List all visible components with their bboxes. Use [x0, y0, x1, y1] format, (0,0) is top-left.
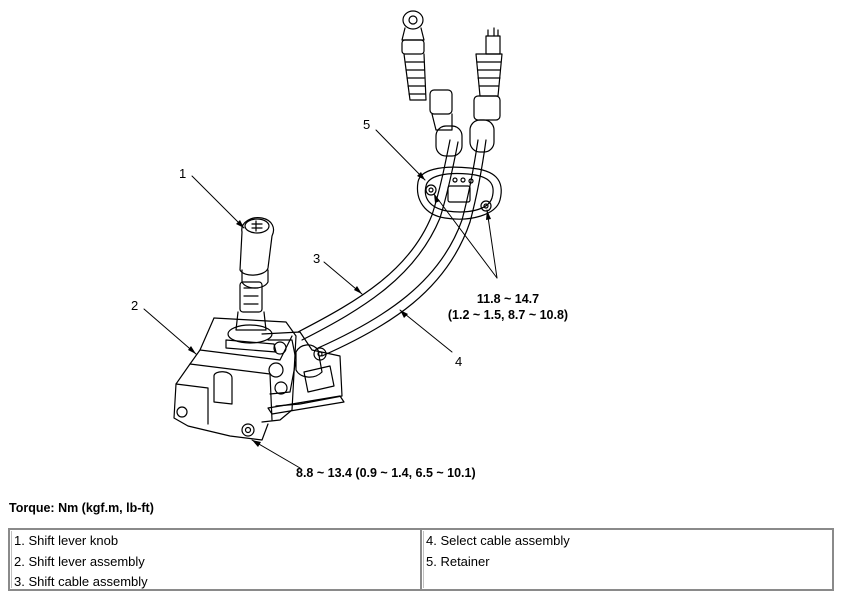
legend-item: 1. Shift lever knob — [14, 533, 119, 548]
shift-cable-illustration — [297, 139, 459, 341]
select-cable-illustration — [317, 139, 487, 357]
callout-1: 1 — [179, 166, 187, 181]
cable-end-right — [469, 27, 503, 153]
legend-column-left: 1. Shift lever knob 2. Shift lever assem… — [10, 530, 420, 589]
legend-item: 4. Select cable assembly — [426, 533, 570, 548]
callout-5: 5 — [363, 117, 371, 132]
callout-3: 3 — [313, 251, 321, 266]
parts-legend-table: 1. Shift lever knob 2. Shift lever assem… — [8, 528, 834, 591]
retainer-illustration — [416, 166, 502, 220]
shift-lever-diagram — [143, 10, 503, 469]
retainer-torque-alt-units: (1.2 ~ 1.5, 8.7 ~ 10.8) — [447, 308, 569, 322]
cable-end-left — [401, 10, 463, 157]
callout-2: 2 — [131, 298, 139, 313]
legend-column-right: 4. Select cable assembly 5. Retainer — [420, 530, 832, 589]
legend-item: 2. Shift lever assembly — [14, 553, 145, 569]
legend-item: 3. Shift cable assembly — [14, 574, 148, 589]
retainer-torque-nm: 11.8 ~ 14.7 — [476, 292, 540, 306]
retainer-torque-spec: 11.8 ~ 14.7 (1.2 ~ 1.5, 8.7 ~ 10.8) — [443, 292, 573, 322]
torque-units-caption: Torque: Nm (kgf.m, lb-ft) — [9, 501, 154, 515]
callout-4: 4 — [455, 354, 463, 369]
legend-item: 5. Retainer — [426, 553, 490, 569]
shift-lever-knob-illustration — [239, 217, 275, 313]
leader-lines — [143, 129, 498, 469]
shift-lever-assembly-illustration — [173, 311, 345, 441]
lever-torque-spec: 8.8 ~ 13.4 (0.9 ~ 1.4, 6.5 ~ 10.1) — [296, 466, 476, 480]
